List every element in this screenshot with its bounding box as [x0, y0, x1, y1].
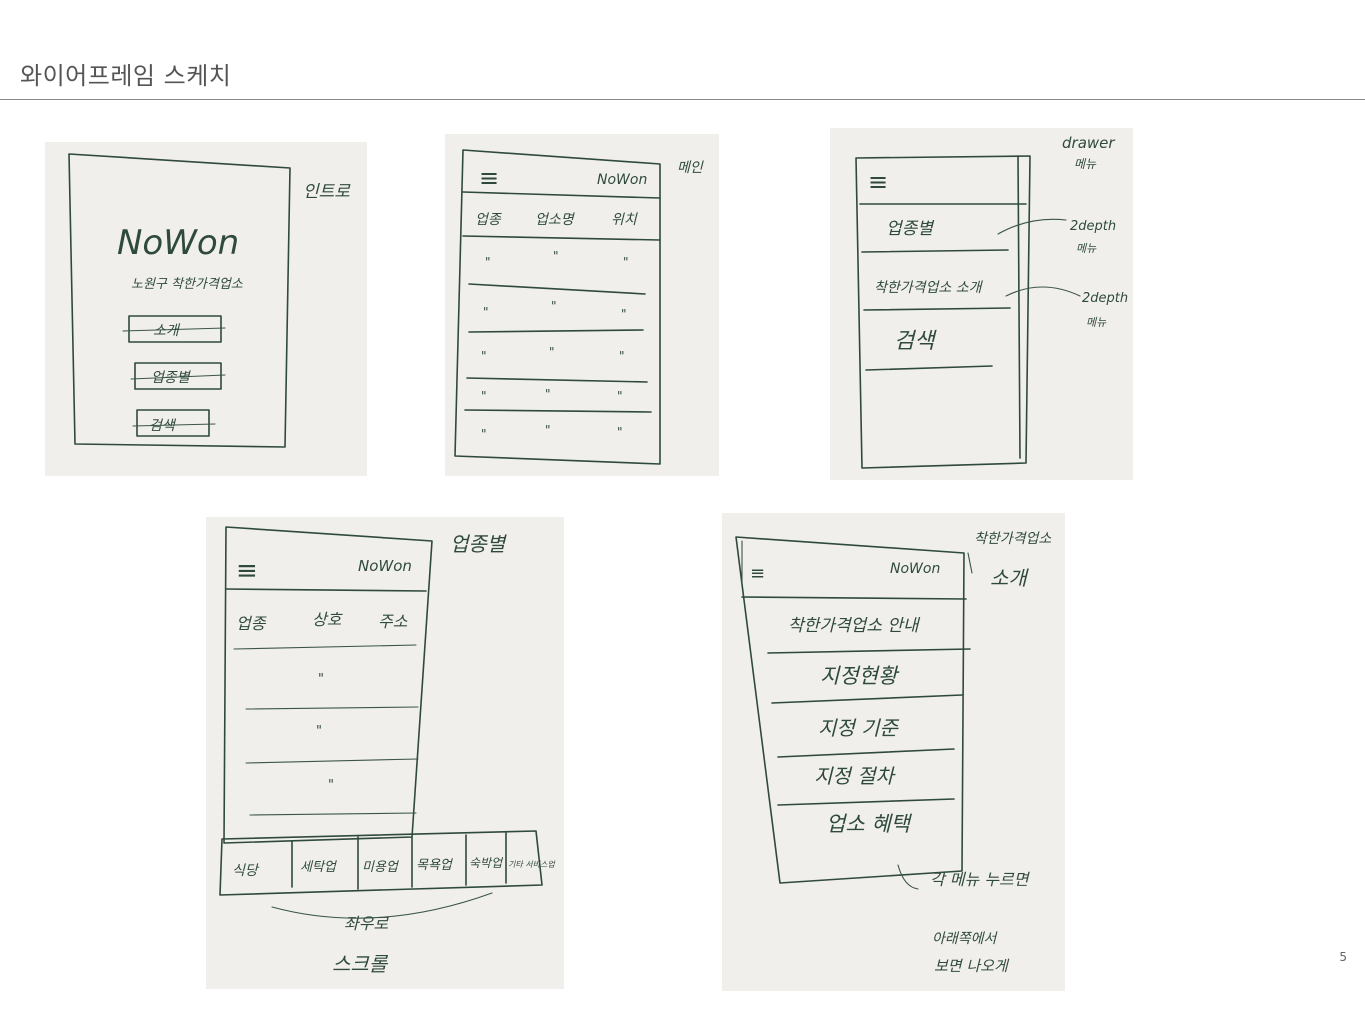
main-logo: NoWon	[597, 172, 647, 188]
sketch-drawer: drawer 메뉴 ≡ 업종별 착한가격업소 소개 검색 2depth 메뉴 2…	[830, 128, 1133, 480]
row-mark: "	[617, 389, 623, 403]
tab-bar	[219, 830, 543, 896]
about-item-criteria: 지정 기준	[818, 716, 900, 740]
tab-other: 기타 서비스업	[508, 860, 556, 869]
scroll-note: 좌우로	[344, 914, 389, 933]
depth-note-menu: 메뉴	[1076, 242, 1097, 255]
svg-text:업종별: 업종별	[151, 370, 192, 386]
row-mark: "	[619, 349, 625, 363]
tab-restaurant: 식당	[232, 863, 260, 879]
tab-beauty: 미용업	[362, 860, 400, 875]
about-item-procedure: 지정 절차	[814, 764, 897, 788]
sketch-main: 메인 ≡ NoWon 업종 업소명 위치 " " " " " " " " " "…	[445, 134, 719, 476]
about-note: 착한가격업소	[974, 531, 1051, 547]
menu-icon: ≡	[868, 168, 888, 196]
intro-button-about: 소개	[122, 315, 226, 343]
about-note-2: 소개	[990, 566, 1029, 590]
row-mark: "	[549, 345, 555, 359]
category-header-name: 상호	[312, 610, 343, 629]
category-logo: NoWon	[358, 557, 412, 575]
row-mark: "	[551, 299, 557, 313]
about-item-guide: 착한가격업소 안내	[788, 616, 921, 636]
sketch-intro: 인트로 NoWon 노원구 착한가격업소 소개 업종별 검색	[45, 142, 367, 476]
row-mark: "	[316, 724, 322, 739]
about-logo: NoWon	[890, 561, 940, 577]
page-number: 5	[1339, 950, 1347, 964]
drawer-item-about: 착한가격업소 소개	[874, 280, 984, 296]
row-mark: "	[481, 389, 487, 403]
intro-button-search: 검색	[132, 409, 216, 437]
row-mark: "	[318, 672, 324, 687]
intro-note: 인트로	[303, 182, 351, 202]
category-note: 업종별	[450, 532, 507, 556]
main-header-name: 업소명	[535, 212, 576, 228]
main-header-location: 위치	[611, 212, 638, 228]
drawer-note: drawer	[1062, 134, 1115, 152]
row-mark: "	[481, 427, 487, 441]
row-mark: "	[483, 305, 489, 319]
menu-icon: ≡	[479, 164, 499, 192]
tab-bath: 목욕업	[416, 858, 454, 873]
phone-frame	[68, 153, 291, 448]
depth-note: 2depth	[1082, 291, 1128, 306]
svg-text:검색: 검색	[149, 418, 177, 434]
sketch-category: 업종별 ≡ NoWon 업종 상호 주소 " " " 식당 세탁업 미용업 목욕…	[206, 517, 564, 989]
drawer-item-search: 검색	[894, 329, 937, 354]
row-mark: "	[545, 387, 551, 401]
intro-button-category: 업종별	[130, 362, 226, 390]
menu-icon: ≡	[236, 556, 258, 586]
row-mark: "	[545, 423, 551, 437]
main-header-category: 업종	[475, 212, 502, 228]
footnote-1: 각 메뉴 누르면	[930, 870, 1031, 889]
phone-frame	[454, 149, 661, 465]
depth-note: 2depth	[1070, 219, 1116, 234]
intro-logo: NoWon	[117, 223, 239, 263]
phone-frame	[735, 536, 965, 884]
about-item-status: 지정현황	[820, 664, 900, 688]
row-mark: "	[328, 778, 334, 793]
drawer-note-menu: 메뉴	[1074, 157, 1097, 171]
drawer-item-category: 업종별	[886, 219, 934, 239]
tab-lodging: 숙박업	[469, 856, 504, 870]
about-item-benefit: 업소 혜택	[826, 812, 913, 836]
sketch-about: 착한가격업소 소개 ≡ NoWon 착한가격업소 안내 지정현황 지정 기준 지…	[722, 513, 1065, 991]
menu-icon: ≡	[750, 563, 765, 584]
category-header-type: 업종	[236, 614, 267, 633]
intro-subtitle: 노원구 착한가격업소	[131, 277, 244, 292]
footnote-2: 아래쪽에서	[932, 931, 999, 947]
footnote-3: 보면 나오게	[934, 957, 1010, 975]
main-note: 메인	[677, 160, 704, 176]
scroll-note-2: 스크롤	[332, 952, 389, 976]
phone-frame	[855, 155, 1031, 469]
row-mark: "	[617, 425, 623, 439]
row-mark: "	[553, 249, 559, 263]
slide-title: 와이어프레임 스케치	[20, 62, 232, 90]
row-mark: "	[623, 255, 629, 269]
title-divider	[0, 99, 1365, 100]
row-mark: "	[621, 307, 627, 321]
category-header-address: 주소	[378, 612, 408, 631]
tab-laundry: 세탁업	[300, 860, 338, 875]
row-mark: "	[481, 349, 487, 363]
depth-note-menu: 메뉴	[1086, 316, 1107, 329]
row-mark: "	[485, 255, 491, 269]
svg-text:소개: 소개	[153, 323, 181, 339]
